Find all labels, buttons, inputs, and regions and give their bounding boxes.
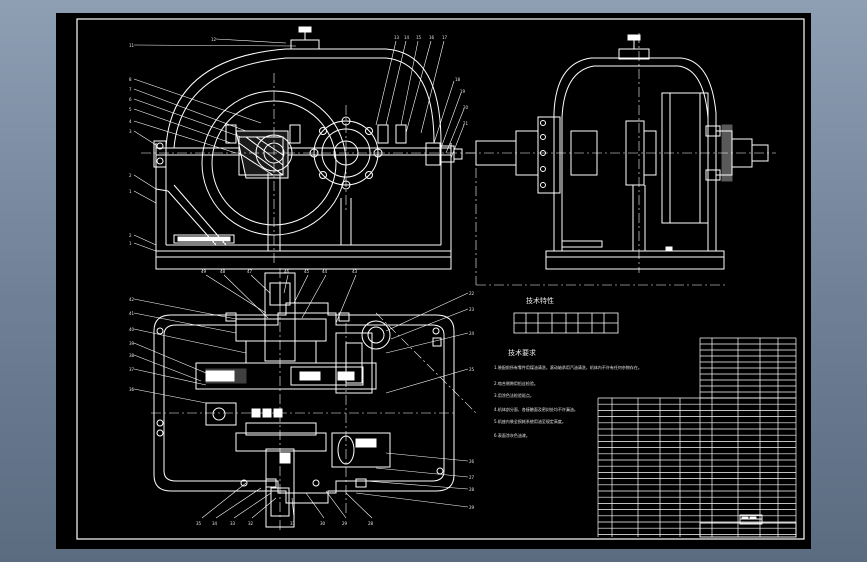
svg-text:47: 47 <box>247 269 253 274</box>
parts-list-table <box>597 337 797 537</box>
svg-text:23: 23 <box>469 307 475 312</box>
svg-text:19: 19 <box>460 89 466 94</box>
plan-view-centerlines <box>151 268 477 533</box>
svg-text:15: 15 <box>416 35 422 40</box>
requirement-line: 5.机座内装全损耗系统用油至规定高度。 <box>494 418 566 424</box>
svg-text:14: 14 <box>404 35 410 40</box>
requirement-line: 6.表面涂灰色油漆。 <box>494 432 530 438</box>
svg-text:7: 7 <box>129 87 132 92</box>
svg-text:42: 42 <box>129 297 135 302</box>
svg-text:43: 43 <box>352 269 358 274</box>
front-view-leaders <box>133 38 465 252</box>
plan-view-labels: 42 41 40 39 38 37 36 49 48 47 46 45 44 43 22 23 24… <box>129 269 475 526</box>
svg-text:32: 32 <box>248 521 254 526</box>
svg-text:13: 13 <box>394 35 400 40</box>
svg-text:8: 8 <box>129 77 132 82</box>
svg-text:39: 39 <box>129 341 135 346</box>
svg-text:37: 37 <box>129 367 135 372</box>
svg-text:34: 34 <box>212 521 218 526</box>
tech-requirements-title: 技术要求 <box>508 348 536 357</box>
svg-text:33: 33 <box>230 521 236 526</box>
svg-text:28: 28 <box>368 521 374 526</box>
technical-requirements: 技术要求 1.装配前所有零件用煤油清洗，滚动轴承用汽油清洗，机体内不许有任何杂物… <box>494 348 642 438</box>
svg-text:17: 17 <box>442 35 448 40</box>
title-block <box>699 514 797 538</box>
svg-text:6: 6 <box>129 97 132 102</box>
svg-text:26: 26 <box>469 459 475 464</box>
svg-text:40: 40 <box>129 327 135 332</box>
svg-text:18: 18 <box>455 77 461 82</box>
svg-text:2: 2 <box>129 173 132 178</box>
requirement-line: 2.啮合侧隙用铅丝检验。 <box>494 380 538 386</box>
side-view <box>475 34 769 270</box>
svg-text:12: 12 <box>211 37 217 42</box>
svg-text:2: 2 <box>129 233 132 238</box>
svg-text:22: 22 <box>469 291 475 296</box>
svg-text:30: 30 <box>320 521 326 526</box>
svg-text:41: 41 <box>129 311 135 316</box>
requirement-line: 1.装配前所有零件用煤油清洗，滚动轴承用汽油清洗，机体内不许有任何杂物存在。 <box>494 364 642 370</box>
plan-view-leaders <box>133 274 469 519</box>
svg-text:29: 29 <box>469 505 475 510</box>
requirement-line: 3.用涂色法检验斑点。 <box>494 392 534 398</box>
svg-text:5: 5 <box>129 107 132 112</box>
front-view-centerlines <box>141 73 476 263</box>
svg-text:31: 31 <box>290 521 296 526</box>
svg-text:48: 48 <box>220 269 226 274</box>
svg-text:49: 49 <box>201 269 207 274</box>
svg-text:36: 36 <box>129 387 135 392</box>
front-view <box>153 26 463 270</box>
svg-text:46: 46 <box>284 269 290 274</box>
svg-text:24: 24 <box>469 331 475 336</box>
drawing-border <box>76 18 805 540</box>
svg-text:35: 35 <box>196 521 202 526</box>
svg-text:38: 38 <box>129 353 135 358</box>
svg-text:1: 1 <box>129 241 132 246</box>
svg-text:1: 1 <box>129 189 132 194</box>
svg-text:21: 21 <box>463 121 469 126</box>
svg-text:25: 25 <box>469 367 475 372</box>
svg-text:27: 27 <box>469 475 475 480</box>
plan-section-view <box>153 272 455 528</box>
svg-text:4: 4 <box>129 119 132 124</box>
svg-text:45: 45 <box>304 269 310 274</box>
side-view-centerlines <box>466 33 776 286</box>
svg-text:29: 29 <box>342 521 348 526</box>
svg-text:44: 44 <box>322 269 328 274</box>
svg-text:11: 11 <box>129 43 135 48</box>
svg-text:20: 20 <box>463 105 469 110</box>
tech-characteristics-title: 技术特性 <box>526 296 554 305</box>
svg-text:16: 16 <box>429 35 435 40</box>
requirement-line: 4.机体剖分面、各接触面及密封处均不许漏油。 <box>494 406 578 412</box>
svg-text:28: 28 <box>469 487 475 492</box>
technical-characteristics: 技术特性 <box>513 296 619 334</box>
svg-text:3: 3 <box>129 129 132 134</box>
